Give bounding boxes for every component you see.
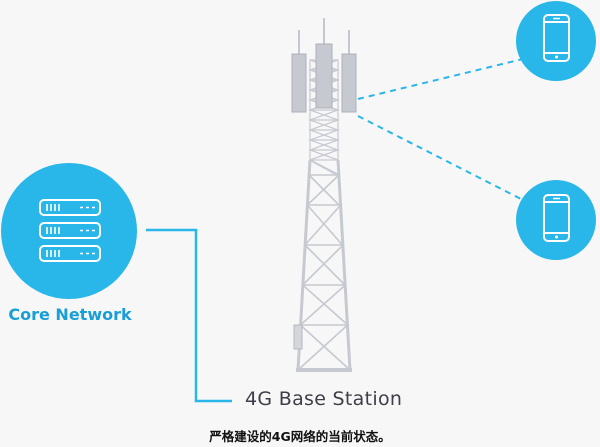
base-station-label: 4G Base Station	[245, 388, 403, 410]
phone-node-bottom	[516, 180, 596, 260]
wireless-links	[357, 58, 524, 201]
smartphone-icon	[543, 14, 570, 62]
phone-node-top	[516, 1, 596, 81]
server-rack-icon	[39, 199, 101, 262]
core-link-line	[146, 228, 232, 403]
core-network-node	[1, 163, 137, 299]
smartphone-icon	[543, 194, 570, 242]
diagram-caption: 严格建设的4G网络的当前状态。	[209, 429, 391, 444]
core-network-label: Core Network	[8, 305, 132, 324]
cell-tower	[291, 18, 357, 372]
